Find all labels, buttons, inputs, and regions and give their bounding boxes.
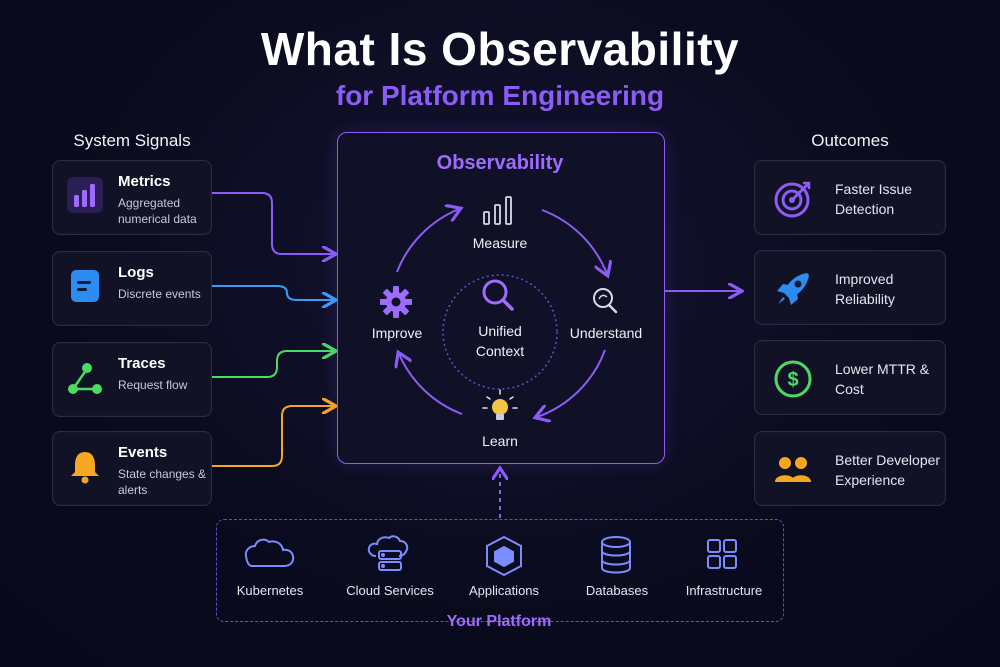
search-icon bbox=[482, 279, 514, 311]
improve-gear-icon bbox=[380, 286, 412, 318]
cycle-arc-improve-measure bbox=[396, 209, 459, 273]
cycle-step-understand: Understand bbox=[569, 325, 643, 341]
signal-desc: Discrete events bbox=[118, 287, 201, 301]
outcome-card-reliability[interactable]: Improved Reliability bbox=[754, 250, 946, 325]
signal-card-traces[interactable]: Traces Request flow bbox=[52, 342, 212, 417]
trace-graph-icon bbox=[68, 363, 102, 394]
signal-name: Logs bbox=[118, 264, 154, 281]
platform-title: Your Platform bbox=[446, 613, 552, 630]
outcome-card-mttr[interactable]: $ Lower MTTR & Cost bbox=[754, 340, 946, 415]
observability-title: Observability bbox=[436, 152, 564, 174]
users-icon bbox=[775, 457, 811, 482]
bar-chart-icon bbox=[67, 177, 103, 213]
platform-item-databases: Databases bbox=[585, 583, 649, 598]
unified-context-ring bbox=[442, 274, 558, 390]
cycle-diagram bbox=[380, 196, 618, 462]
outcomes-title: Outcomes bbox=[811, 131, 889, 150]
dollar-icon: $ bbox=[774, 360, 812, 398]
page-subtitle: for Platform Engineering bbox=[335, 80, 665, 111]
cycle-arc-measure-understand bbox=[541, 209, 607, 274]
bell-icon bbox=[71, 452, 99, 484]
signals-title: System Signals bbox=[73, 131, 191, 150]
outcome-label: Better Developer Experience bbox=[835, 452, 941, 488]
platform-item-applications: Applications bbox=[468, 583, 540, 598]
outcome-label: Lower MTTR & Cost bbox=[835, 361, 930, 397]
measure-bars-icon bbox=[483, 196, 512, 225]
outcome-label: Improved Reliability bbox=[835, 271, 895, 307]
svg-text:$: $ bbox=[787, 369, 798, 391]
signal-desc: Aggregated numerical data bbox=[118, 196, 197, 226]
platform-panel bbox=[216, 519, 784, 622]
signal-name: Traces bbox=[118, 355, 166, 372]
signal-card-logs[interactable]: Logs Discrete events bbox=[52, 251, 212, 326]
platform-item-kubernetes: Kubernetes bbox=[236, 583, 304, 598]
cloud-server-icon bbox=[367, 535, 409, 571]
signal-card-events[interactable]: Events State changes & alerts bbox=[52, 431, 212, 506]
signal-name: Events bbox=[118, 444, 168, 461]
cube-icon bbox=[486, 535, 522, 577]
events-connector bbox=[211, 406, 334, 467]
platform-item-cloud-services: Cloud Services bbox=[346, 583, 434, 598]
cycle-step-improve: Improve bbox=[371, 325, 423, 341]
cycle-arc-learn-improve bbox=[399, 354, 463, 415]
signal-name: Metrics bbox=[118, 173, 171, 190]
target-icon bbox=[774, 181, 811, 218]
outcome-label: Faster Issue Detection bbox=[835, 181, 913, 217]
learn-bulb-icon bbox=[482, 389, 518, 420]
cycle-step-learn: Learn bbox=[482, 433, 518, 449]
document-icon bbox=[71, 270, 99, 302]
platform-item-infrastructure: Infrastructure bbox=[685, 583, 763, 598]
traces-connector bbox=[211, 351, 334, 378]
outcome-card-devex[interactable]: Better Developer Experience bbox=[754, 431, 946, 506]
logs-connector bbox=[211, 285, 334, 300]
grid-icon bbox=[707, 539, 737, 569]
database-icon bbox=[601, 536, 631, 574]
rocket-icon bbox=[777, 273, 809, 305]
metrics-connector bbox=[211, 192, 334, 254]
signal-card-metrics[interactable]: Metrics Aggregated numerical data bbox=[52, 160, 212, 235]
cloud-icon bbox=[244, 538, 295, 567]
outcome-card-detection[interactable]: Faster Issue Detection bbox=[754, 160, 946, 235]
cycle-arc-understand-learn bbox=[537, 349, 606, 417]
page-title: What Is Observability bbox=[260, 23, 740, 75]
signal-desc: Request flow bbox=[118, 378, 188, 392]
platform-icons bbox=[244, 535, 737, 577]
understand-magnifier-icon bbox=[593, 288, 618, 314]
unified-context-label: Unified Context bbox=[475, 323, 525, 359]
cycle-step-measure: Measure bbox=[472, 235, 528, 251]
signal-desc: State changes & alerts bbox=[118, 467, 207, 497]
